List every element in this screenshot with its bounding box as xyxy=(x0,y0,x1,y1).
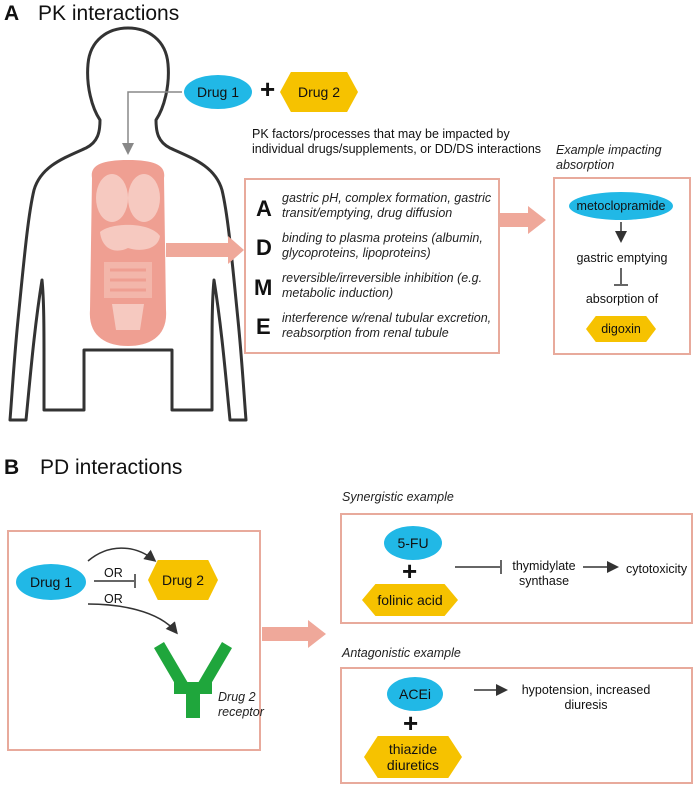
adme-letter-a: A xyxy=(256,196,272,221)
hypotension-label: hypotension, increased diuresis xyxy=(521,683,651,712)
panel-b-letter: B xyxy=(4,456,20,479)
human-body-icon xyxy=(8,26,248,422)
thymidylate-synthase-label: thymidylate synthase xyxy=(512,559,576,588)
or-label-1: OR xyxy=(104,566,123,580)
adme-box xyxy=(244,178,500,354)
panel-b-title: PD interactions xyxy=(40,456,183,479)
pd-drug2-node: Drug 2 xyxy=(148,560,218,600)
synergistic-heading: Synergistic example xyxy=(342,490,454,504)
gastric-emptying-label: gastric emptying xyxy=(576,251,668,265)
pk-factors-heading: PK factors/processes that may be impacte… xyxy=(252,127,542,156)
plus-sign: + xyxy=(260,74,276,104)
panel-a-title: PK interactions xyxy=(38,2,180,25)
antagonistic-plus: + xyxy=(403,708,419,738)
cytotoxicity-label: cytotoxicity xyxy=(626,562,688,576)
panel-a-letter: A xyxy=(4,2,20,25)
adme-letter-d: D xyxy=(256,235,272,260)
drug1-node: Drug 1 xyxy=(184,75,252,109)
synergistic-box xyxy=(340,513,693,624)
example-box xyxy=(553,177,691,355)
adme-text-a: gastric pH, complex formation, gastric t… xyxy=(282,191,492,220)
antagonistic-heading: Antagonistic example xyxy=(342,646,461,660)
drug2-node: Drug 2 xyxy=(280,72,358,112)
adme-text-m: reversible/irreversible inhibition (e.g.… xyxy=(282,271,483,300)
adme-text-d: binding to plasma proteins (albumin, gly… xyxy=(282,231,483,260)
receptor-icon xyxy=(154,642,232,718)
acei-node: ACEi xyxy=(387,677,443,711)
pd-mechanism-box xyxy=(7,530,261,751)
metoclopramide-node: metoclopramide xyxy=(569,192,673,220)
synergistic-plus: + xyxy=(402,556,418,586)
absorption-label: absorption of xyxy=(585,292,659,306)
adme-letter-e: E xyxy=(256,314,271,339)
thiazide-diuretics-node: thiazide diuretics xyxy=(364,736,462,778)
or-label-2: OR xyxy=(104,592,123,606)
digoxin-node: digoxin xyxy=(586,316,656,342)
antagonistic-box xyxy=(340,667,693,784)
organs-icon xyxy=(89,160,167,346)
adme-letter-m: M xyxy=(254,275,273,300)
adme-text-e: interference w/renal tubular excretion, … xyxy=(282,311,492,340)
example-heading: Example impacting absorption xyxy=(556,143,662,172)
folinic-acid-node: folinic acid xyxy=(362,584,458,616)
receptor-label: Drug 2 receptor xyxy=(218,690,264,719)
5fu-node: 5-FU xyxy=(384,526,442,560)
pd-drug1-node: Drug 1 xyxy=(16,564,86,600)
